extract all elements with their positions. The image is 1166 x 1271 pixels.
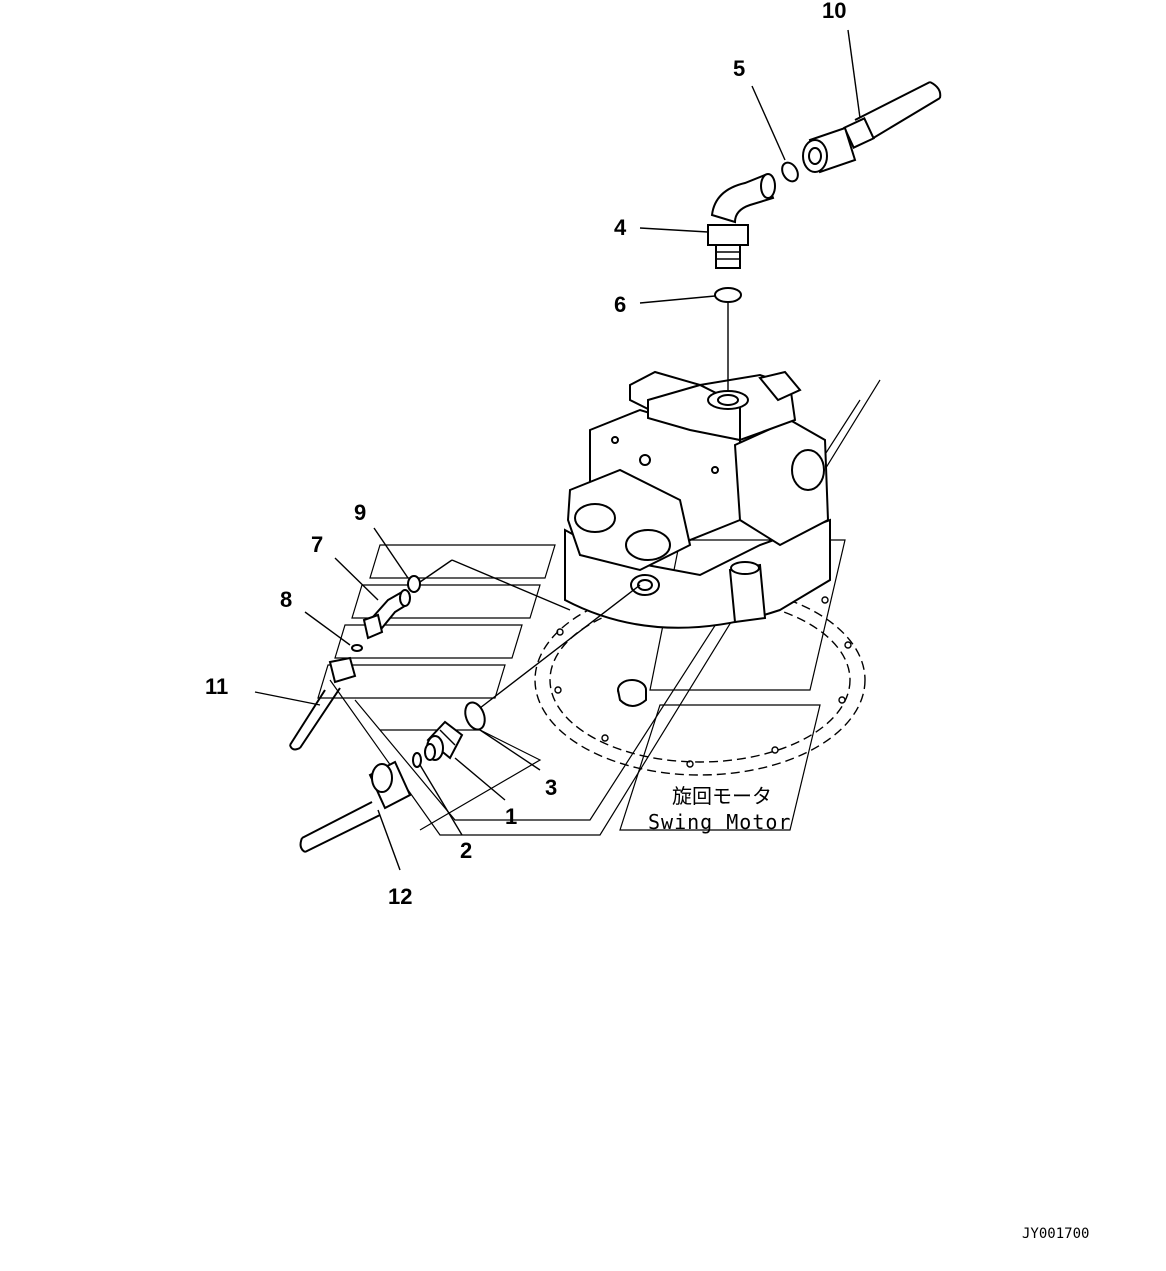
- part-12-hose: [299, 760, 412, 853]
- callout-1: 1: [505, 804, 517, 829]
- callout-4: 4: [614, 215, 627, 240]
- callout-2: 2: [460, 838, 472, 863]
- callout-6: 6: [614, 292, 626, 317]
- part-11-hose: [289, 656, 357, 751]
- part-1-adapter: [424, 720, 464, 761]
- part-9-o-ring: [407, 575, 421, 593]
- callout-7: 7: [311, 532, 323, 557]
- part-2-o-ring: [412, 752, 422, 768]
- component-label-japanese: 旋回モータ: [672, 784, 772, 808]
- callout-9: 9: [354, 500, 366, 525]
- component-label-english: Swing Motor: [648, 810, 791, 834]
- part-10-hose: [802, 81, 942, 174]
- callout-10: 10: [822, 0, 846, 23]
- callout-12: 12: [388, 884, 412, 909]
- part-8-o-ring: [351, 644, 363, 652]
- leader-lines: [254, 29, 861, 871]
- part-5-o-ring: [781, 161, 799, 183]
- callout-3: 3: [545, 775, 557, 800]
- callout-8: 8: [280, 587, 292, 612]
- swing-motor: [564, 370, 831, 707]
- part-3-o-ring: [464, 701, 486, 731]
- callout-5: 5: [733, 56, 745, 81]
- callout-11: 11: [205, 674, 228, 699]
- part-6-o-ring: [714, 287, 742, 303]
- part-4-elbow: [707, 173, 776, 269]
- figure-code: JY001700: [1022, 1226, 1089, 1242]
- part-7-elbow: [362, 589, 411, 640]
